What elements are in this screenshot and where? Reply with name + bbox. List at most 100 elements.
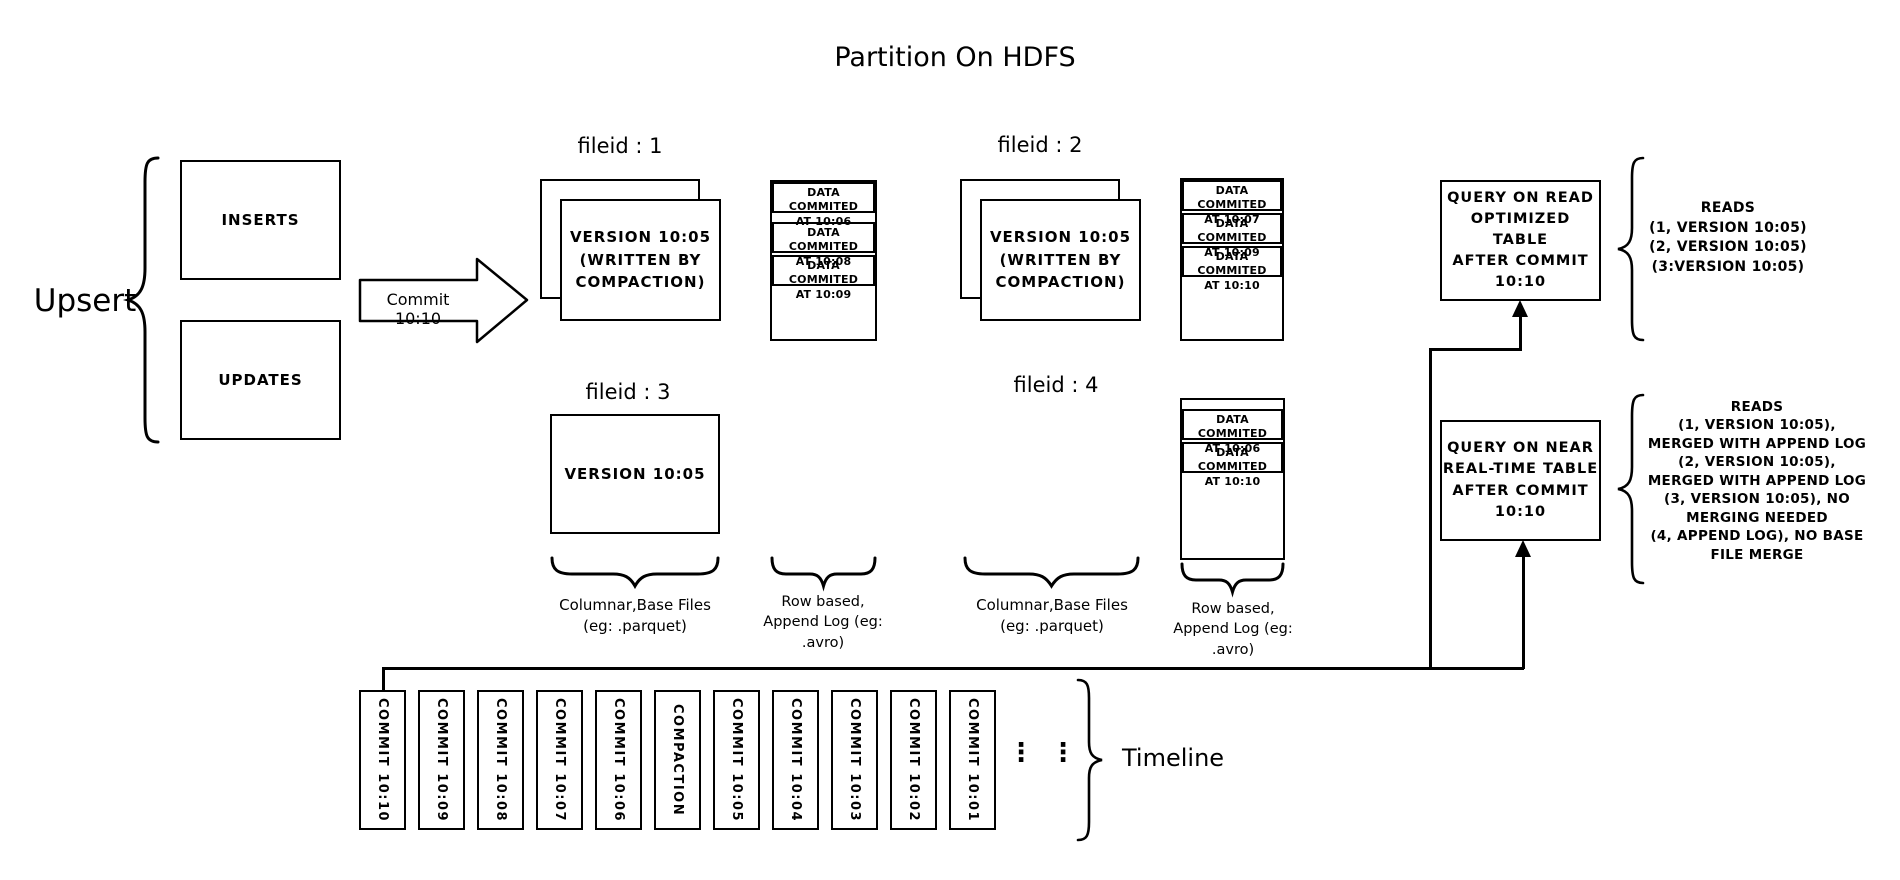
timeline-commit-box: COMMIT 10:03 <box>831 690 878 830</box>
reads-line: MERGING NEEDED <box>1686 509 1828 526</box>
columnar-brace-2 <box>963 556 1140 589</box>
connector-v2 <box>1519 312 1522 350</box>
timeline-ellipsis: ⋮ <box>1008 738 1034 768</box>
log-entry-line: AT 10:10 <box>1204 474 1261 488</box>
log-entry: DATA COMMITED AT 10:09 <box>1182 213 1282 259</box>
caption-line: .avro) <box>1211 641 1255 658</box>
upsert-label: Upsert <box>33 283 137 319</box>
reads-line: (3, VERSION 10:05), NO <box>1663 491 1851 508</box>
timeline-ellipsis: ⋮ <box>1050 738 1076 768</box>
version-line: VERSION 10:05 <box>989 228 1132 247</box>
caption-line: .avro) <box>801 634 845 651</box>
timeline-compaction-box: COMPACTION <box>654 690 701 830</box>
log-file-1: DATA COMMITED AT 10:06 DATA COMMITED AT … <box>770 180 877 341</box>
query-line: REAL-TIME TABLE <box>1442 461 1599 478</box>
arrowhead-to-read-optimized <box>1512 300 1528 317</box>
reads-line: (1, VERSION 10:05), <box>1678 417 1836 434</box>
log-file-4: DATA COMMITED AT 10:06 DATA COMMITED AT … <box>1180 398 1285 560</box>
log-entry-line: AT 10:06 <box>1204 441 1261 455</box>
timeline-commit-box: COMMIT 10:09 <box>418 690 465 830</box>
log-entry-line: AT 10:08 <box>795 254 852 268</box>
commit-arrow <box>358 257 529 344</box>
log-entry-line: DATA COMMITED <box>1197 413 1268 441</box>
reads-read-optimized: READS (1, VERSION 10:05) (2, VERSION 10:… <box>1643 199 1813 277</box>
arrowhead-to-near-realtime <box>1515 540 1531 557</box>
timeline-commit-label: COMMIT 10:03 <box>847 697 862 823</box>
query-line: 10:10 <box>1494 274 1547 291</box>
log-entry: DATA COMMITED AT 10:06 <box>1182 409 1283 455</box>
inserts-box: INSERTS <box>180 160 341 280</box>
reads-near-realtime: READS (1, VERSION 10:05), MERGED WITH AP… <box>1637 398 1877 564</box>
timeline-commit-label: COMMIT 10:02 <box>906 697 921 823</box>
log-entry: DATA COMMITED AT 10:10 <box>1182 246 1282 292</box>
log-gap <box>1182 400 1283 407</box>
log-entry-line: DATA COMMITED <box>788 186 859 214</box>
connector-riser <box>382 667 385 691</box>
reads-line: MERGED WITH APPEND LOG <box>1647 472 1867 489</box>
log-entry-line: AT 10:09 <box>795 287 852 301</box>
connector-v3 <box>1522 553 1525 669</box>
log-entry-line: AT 10:06 <box>795 214 852 228</box>
timeline-commit-label: COMMIT 10:06 <box>611 697 626 823</box>
log-entry: DATA COMMITED AT 10:10 <box>1182 442 1283 488</box>
reads-brace-1 <box>1617 156 1645 342</box>
inserts-label: INSERTS <box>221 211 300 229</box>
caption-rowbased-2: Row based, Append Log (eg: .avro) <box>1168 599 1298 660</box>
reads-line: (3:VERSION 10:05) <box>1651 258 1805 275</box>
connector-h1 <box>1429 348 1522 351</box>
log-entry: DATA COMMITED AT 10:07 <box>1182 180 1282 226</box>
timeline-commit-label: COMMIT 10:09 <box>434 697 449 823</box>
log-file-2: DATA COMMITED AT 10:07 DATA COMMITED AT … <box>1180 178 1284 341</box>
timeline-commit-box: COMMIT 10:10 <box>359 690 406 830</box>
log-entry-line: DATA COMMITED <box>1197 217 1267 245</box>
log-entry-line: AT 10:09 <box>1204 245 1260 259</box>
query-line: OPTIMIZED TABLE <box>1470 210 1571 248</box>
caption-line: Row based, <box>1191 601 1275 617</box>
timeline-commit-box: COMMIT 10:06 <box>595 690 642 830</box>
updates-box: UPDATES <box>180 320 341 440</box>
version-line: VERSION 10:05 <box>564 465 706 483</box>
log-entry-line: AT 10:07 <box>1204 212 1260 226</box>
log-entry-line: AT 10:10 <box>1204 278 1260 292</box>
caption-columnar-1: Columnar,Base Files (eg: .parquet) <box>545 595 725 637</box>
caption-line: Columnar,Base Files <box>559 596 711 614</box>
version-line: (WRITTEN BY <box>999 250 1122 269</box>
caption-line: (eg: .parquet) <box>1000 617 1104 635</box>
fileid-4-label: fileid : 4 <box>1013 373 1099 397</box>
rowbased-brace-2 <box>1180 562 1285 598</box>
timeline-commit-box: COMMIT 10:07 <box>536 690 583 830</box>
connector-timeline-line <box>382 667 1524 670</box>
timeline-commit-box: COMMIT 10:08 <box>477 690 524 830</box>
timeline-commit-box: COMMIT 10:04 <box>772 690 819 830</box>
reads-brace-2 <box>1617 393 1645 585</box>
log-entry: DATA COMMITED AT 10:09 <box>772 255 875 301</box>
commit-arrow-label: Commit 10:10 <box>386 290 450 328</box>
fileid-1-base-front: VERSION 10:05 (WRITTEN BY COMPACTION) <box>560 199 721 321</box>
upsert-brace <box>122 156 160 444</box>
timeline-compaction-label: COMPACTION <box>670 703 685 817</box>
timeline-commit-box: COMMIT 10:02 <box>890 690 937 830</box>
reads-line: FILE MERGE <box>1710 546 1804 563</box>
query-near-realtime-box: QUERY ON NEAR REAL-TIME TABLE AFTER COMM… <box>1440 420 1601 541</box>
reads-line: (4, APPEND LOG), NO BASE <box>1650 528 1864 545</box>
log-entry: DATA COMMITED AT 10:08 <box>772 222 875 268</box>
fileid-1-label: fileid : 1 <box>577 134 663 158</box>
log-entry-line: DATA COMMITED <box>1197 184 1267 212</box>
timeline-commit-label: COMMIT 10:05 <box>729 697 744 823</box>
timeline-label: Timeline <box>1122 744 1225 772</box>
log-entry-line: DATA COMMITED <box>788 259 859 287</box>
caption-line: Row based, <box>781 594 865 610</box>
fileid-2-base-front: VERSION 10:05 (WRITTEN BY COMPACTION) <box>980 199 1141 321</box>
log-entry-line: DATA COMMITED <box>1197 250 1267 278</box>
query-line: 10:10 <box>1494 503 1547 520</box>
caption-line: (eg: .parquet) <box>583 617 687 635</box>
caption-rowbased-1: Row based, Append Log (eg: .avro) <box>758 592 888 653</box>
version-line: COMPACTION) <box>575 273 706 292</box>
reads-line: READS <box>1730 399 1784 415</box>
log-entry-line: DATA COMMITED <box>788 226 859 254</box>
timeline-commit-label: COMMIT 10:01 <box>965 697 980 823</box>
reads-line: (2, VERSION 10:05) <box>1649 239 1807 256</box>
caption-line: Append Log (eg: <box>763 614 883 631</box>
timeline-commit-box: COMMIT 10:05 <box>713 690 760 830</box>
timeline-brace <box>1076 678 1103 842</box>
